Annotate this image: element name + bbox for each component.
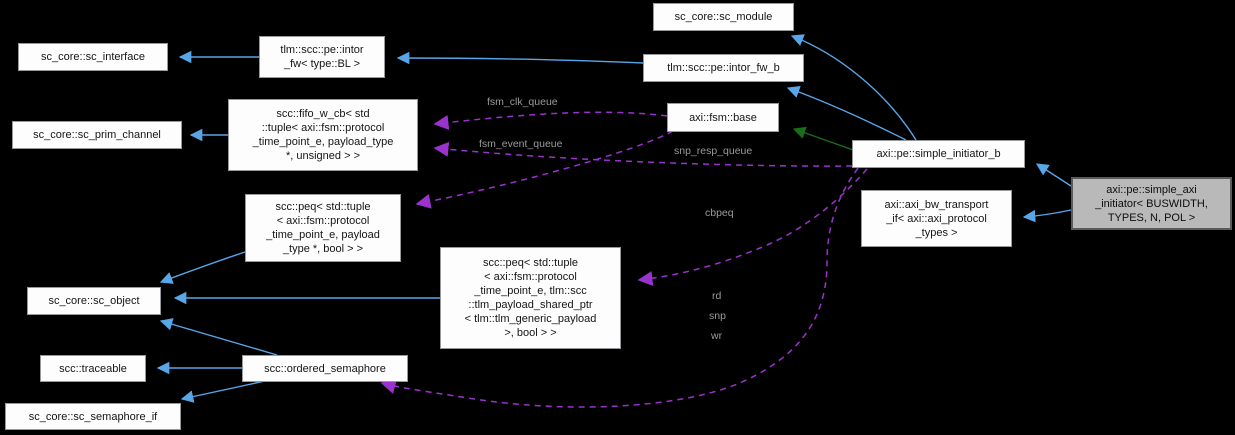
edge-label-cbpeq: cbpeq (705, 207, 734, 219)
edge-rd-snp-wr (380, 167, 859, 408)
edge-simpleinitiatorb-to-scmodule (790, 34, 917, 141)
node-tlm-scc-pe-intor-fw[interactable]: tlm::scc::pe::intor _fw< type::BL > (259, 36, 385, 78)
edge-label-rd: rd (712, 290, 722, 302)
edge-label-wr: wr (711, 330, 723, 342)
node-scc-fifo-w-cb[interactable]: scc::fifo_w_cb< std ::tuple< axi::fsm::p… (228, 99, 418, 171)
node-scc-ordered-semaphore[interactable]: scc::ordered_semaphore (242, 355, 408, 382)
edge-fsmclkqueue (433, 111, 668, 130)
node-axi-pe-simple-axi-initiator-current: axi::pe::simple_axi _initiator< BUSWIDTH… (1071, 177, 1232, 230)
edge-cbpeq (637, 168, 868, 286)
node-tlm-scc-pe-intor-fw-b[interactable]: tlm::scc::pe::intor_fw_b (643, 54, 804, 82)
edge-simpleinitiatorb-to-fsmbase (792, 126, 857, 152)
edge-orderedsemaphore-to-scobject (159, 318, 278, 356)
edge-label-snp: snp (709, 310, 726, 322)
node-axi-fsm-base[interactable]: axi::fsm::base (667, 103, 779, 132)
edge-snprespqueue (433, 141, 853, 167)
edge-simpleinitiatorb-to-intorfwb (786, 85, 907, 141)
node-axi-axi-bw-transport-if[interactable]: axi::axi_bw_transport _if< axi::axi_prot… (861, 190, 1012, 247)
node-sc-core-sc-interface[interactable]: sc_core::sc_interface (18, 43, 168, 71)
edge-orderedsemaphore-to-scsemaphoreif (180, 380, 266, 403)
node-sc-core-sc-semaphore-if[interactable]: sc_core::sc_semaphore_if (5, 403, 181, 430)
edge-intorfwb-to-intorfw (396, 51, 644, 65)
edge-simpleaxiinitiator-to-bwtransportif (1022, 209, 1072, 223)
edge-simpleaxiinitiator-to-simpleinitiatorb (1035, 163, 1072, 187)
node-sc-core-sc-prim-channel[interactable]: sc_core::sc_prim_channel (12, 121, 182, 149)
edge-peqpayload-to-scobject (159, 251, 246, 284)
node-scc-peq-payload-type[interactable]: scc::peq< std::tuple < axi::fsm::protoco… (245, 194, 401, 262)
node-sc-core-sc-object[interactable]: sc_core::sc_object (27, 287, 161, 315)
node-scc-traceable[interactable]: scc::traceable (40, 355, 146, 382)
edge-label-snp-resp-queue: snp_resp_queue (674, 145, 753, 157)
node-sc-core-sc-module[interactable]: sc_core::sc_module (653, 3, 794, 31)
edge-label-fsm-clk-queue: fsm_clk_queue (487, 96, 558, 108)
edge-label-fsm-event-queue: fsm_event_queue (479, 138, 563, 150)
node-axi-pe-simple-initiator-b[interactable]: axi::pe::simple_initiator_b (852, 140, 1025, 168)
edge-fsmeventqueue (415, 130, 674, 209)
node-scc-peq-tlm-payload-shared-ptr[interactable]: scc::peq< std::tuple < axi::fsm::protoco… (440, 247, 621, 349)
